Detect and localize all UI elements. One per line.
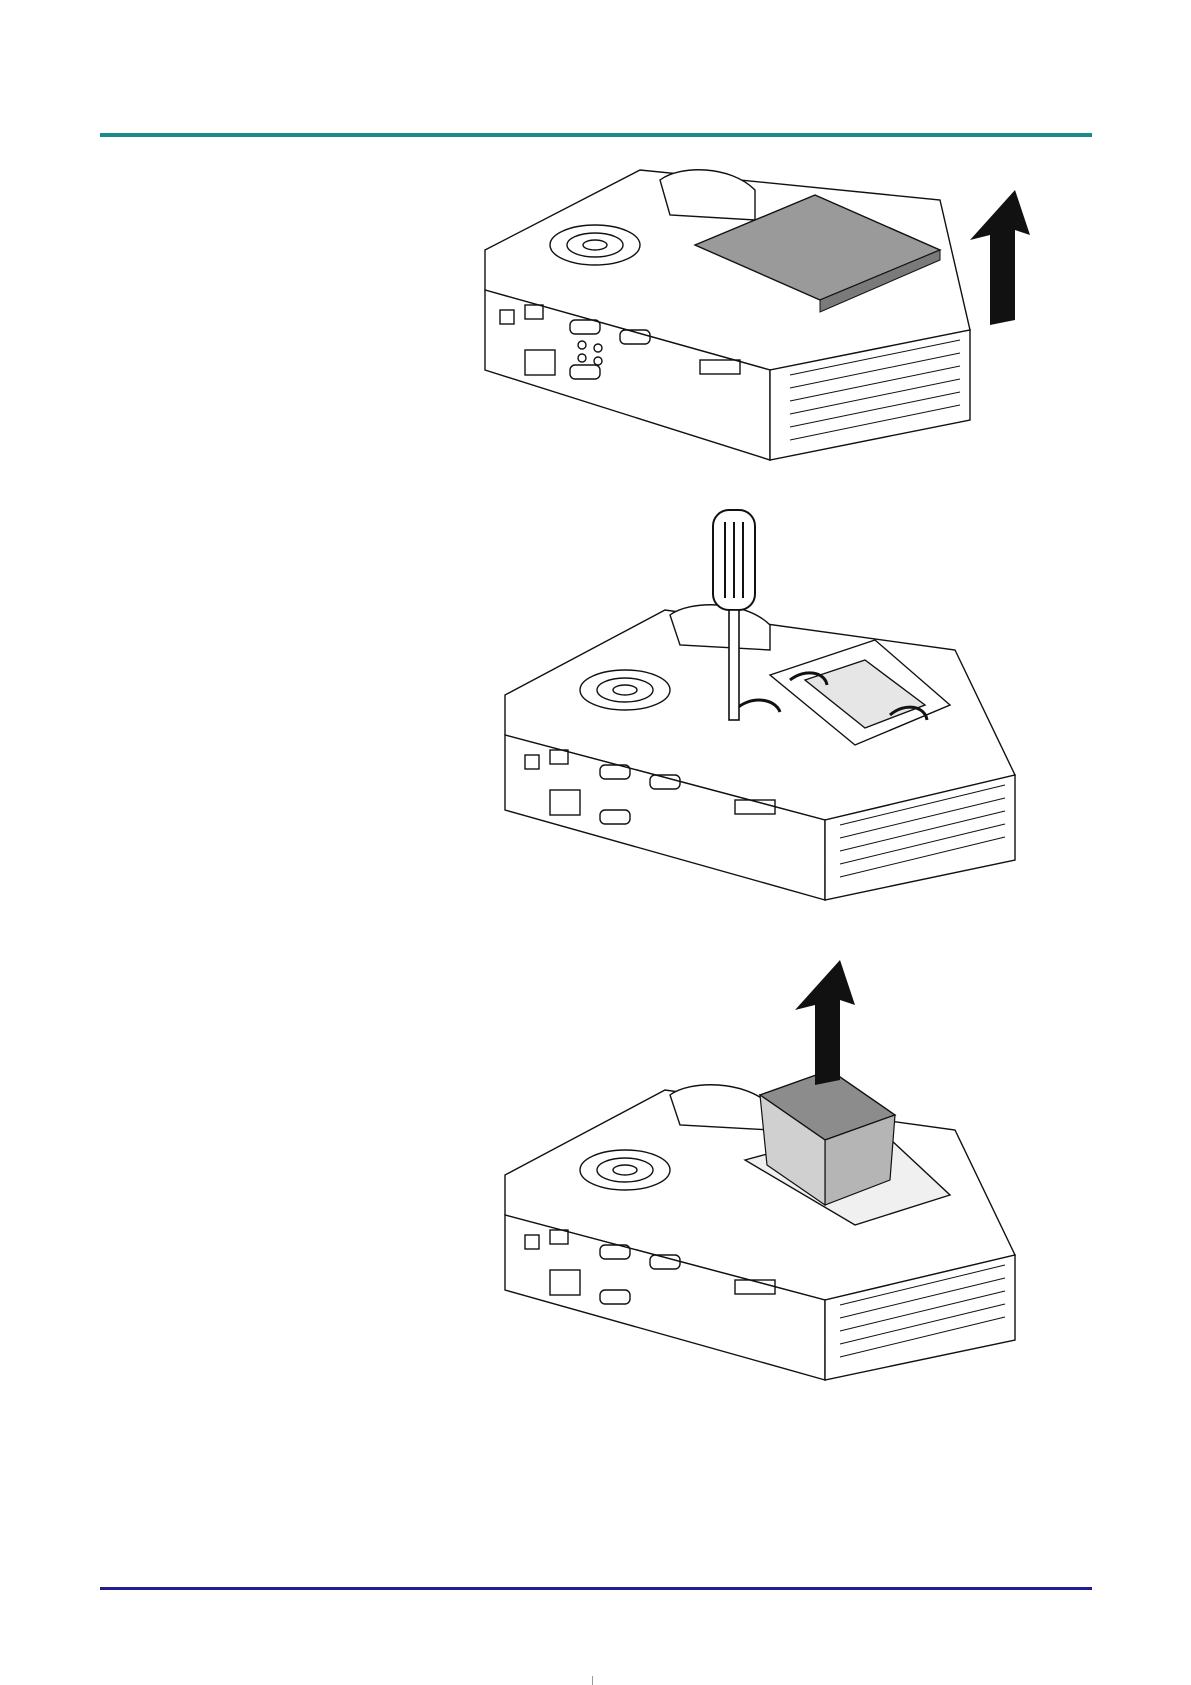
figure-remove-lamp-cover bbox=[470, 160, 1090, 490]
header-rule bbox=[100, 133, 1092, 137]
up-arrow-icon bbox=[795, 960, 855, 1085]
up-arrow-icon bbox=[970, 190, 1030, 325]
footer-rule bbox=[100, 1587, 1092, 1590]
figure-loosen-lamp-screws bbox=[495, 500, 1075, 940]
page-edge-mark bbox=[592, 1676, 593, 1685]
figure-lift-lamp-module bbox=[495, 950, 1075, 1420]
